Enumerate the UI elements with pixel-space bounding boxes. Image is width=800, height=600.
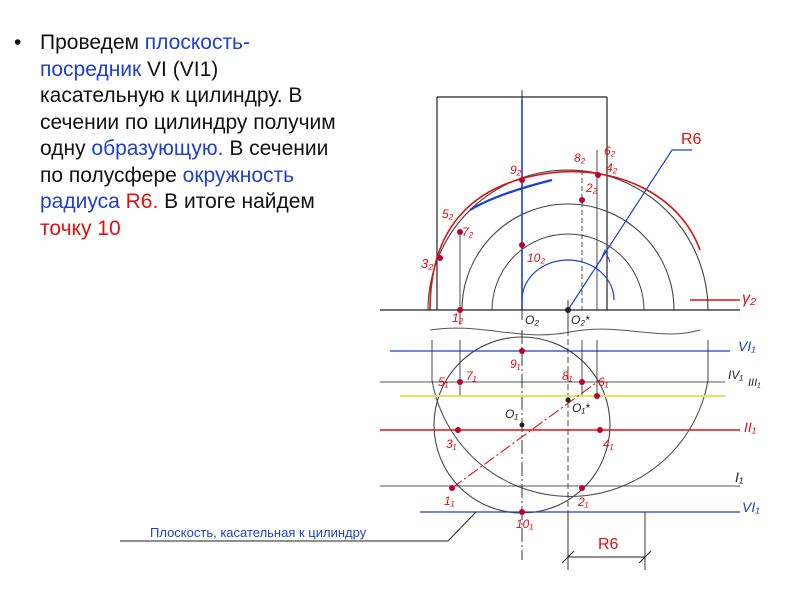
break-line (429, 327, 701, 336)
label-gamma2: γ₂ (742, 290, 756, 307)
label-6-1: 6₁ (598, 375, 609, 389)
dimension-tick-right (638, 550, 652, 564)
label-8-1: 8₁ (562, 369, 573, 383)
point-6-1 (594, 393, 600, 399)
label-o2s: O₂* (571, 313, 590, 327)
radius-arrow (599, 248, 611, 263)
point-8-1 (579, 379, 585, 385)
label-4-2: 4₂ (606, 161, 618, 175)
label-level-iv: IV₁ (728, 368, 743, 382)
point-3-1 (455, 427, 461, 433)
point-4-2 (595, 172, 601, 178)
label-o2: O₂ (525, 313, 539, 327)
dimension-tick-left (561, 550, 575, 564)
section-arc (491, 233, 645, 311)
label-9-1: 9₁ (510, 357, 521, 371)
point-2-2 (579, 197, 585, 203)
text-run: В итоге найдем (158, 190, 315, 213)
point-10-2 (519, 242, 525, 248)
label-level-i: I₁ (735, 469, 744, 485)
text-run: плоскость-посредник (40, 31, 250, 81)
callout-leader (447, 511, 477, 542)
label-level-ii: II₁ (744, 419, 757, 435)
text-run: VI (VI1) касательную к цилиндру. В сечен… (40, 57, 336, 161)
point-o1 (519, 422, 525, 428)
intersection-segment-blue (469, 178, 553, 211)
label-level-iii: III₁ (748, 377, 761, 389)
tangent-plane-callout: Плоскость, касательная к цилиндру (150, 525, 367, 540)
text-run: окружность радиуса (40, 163, 295, 214)
bullet-marker: • (14, 31, 22, 54)
description-paragraph: Проведем плоскость-посредник VI (VI1) ка… (40, 30, 344, 242)
label-8-2: 8₂ (574, 151, 586, 165)
label-level-vi1-bottom: VI₁ (742, 499, 760, 515)
label-6-2: 6₂ (604, 144, 616, 158)
r6-top-label: R6 (681, 131, 702, 148)
point-1-1 (449, 485, 455, 491)
label-3-1: 3₁ (446, 437, 457, 451)
text-run: образующую. (91, 137, 224, 160)
label-2-2: 2₂ (585, 181, 598, 195)
text-run: точку 10 (40, 216, 121, 240)
description-text: • Проведем плоскость-посредник VI (VI1) … (14, 30, 344, 242)
text-run: R6. (125, 190, 159, 213)
diagonal-construction (451, 379, 601, 489)
point-5-1 (457, 379, 463, 385)
label-o1s: O₁* (572, 401, 590, 415)
label-2-1: 2₁ (577, 495, 589, 509)
point-o2s (565, 307, 571, 313)
label-1-2: 1₂ (452, 311, 464, 325)
label-10-2: 10₂ (527, 251, 545, 265)
point-5-2 (457, 229, 463, 235)
label-o1: O₁ (505, 407, 518, 421)
label-10-1: 10₁ (516, 517, 533, 531)
point-9-1 (519, 348, 525, 354)
point-2-1 (579, 485, 585, 491)
label-5-2: 5₂ (442, 207, 454, 221)
label-9-2: 9₂ (510, 163, 522, 177)
point-o1s (565, 397, 571, 403)
text-run: В сечении по полусфере (40, 137, 329, 187)
label-3-2: 3₂ (421, 256, 433, 271)
text-run: Проведем (40, 31, 145, 54)
point-10-1 (519, 509, 525, 515)
section-arc (461, 203, 675, 311)
label-7-1: 7₁ (466, 369, 477, 383)
label-5-1: 5₁ (438, 375, 449, 389)
point-1-2 (457, 307, 463, 313)
radius-r6-line (567, 149, 673, 311)
intersection-curve-front (429, 170, 701, 311)
point-9-2 (519, 177, 525, 183)
label-1-1: 1₁ (444, 494, 455, 508)
label-4-1: 4₁ (603, 437, 614, 451)
r6-bottom-label: R6 (598, 536, 619, 553)
section-arc-blue (521, 259, 615, 301)
sphere-outline-top (431, 379, 709, 497)
point-3-2 (437, 255, 443, 261)
point-4-1 (597, 427, 603, 433)
label-level-vi1-top: VI₁ (738, 338, 756, 354)
label-7-2: 7₂ (462, 225, 474, 239)
hemisphere-outline (427, 169, 709, 311)
